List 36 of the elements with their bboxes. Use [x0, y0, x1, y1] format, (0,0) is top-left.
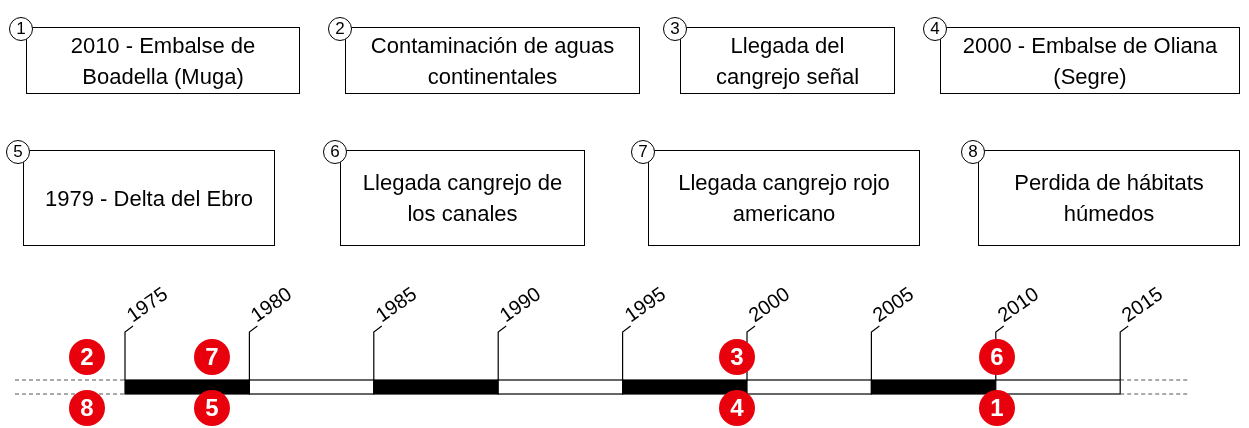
- event-marker: 3: [719, 339, 755, 375]
- callout-number: 4: [923, 17, 947, 41]
- event-marker: 4: [719, 390, 755, 426]
- year-label: 1980: [246, 282, 296, 326]
- event-marker: 1: [979, 390, 1015, 426]
- callout-number: 1: [9, 17, 33, 41]
- year-label: 1990: [495, 282, 545, 326]
- event-marker: 6: [979, 339, 1015, 375]
- year-label: 2000: [744, 282, 794, 326]
- event-box: [978, 150, 1240, 246]
- event-text: 1979 - Delta del Ebro: [44, 184, 254, 213]
- event-text: 2010 - Embalse de Boadella (Muga): [69, 31, 257, 91]
- callout-number: 5: [6, 140, 30, 164]
- callout-number: 2: [328, 17, 352, 41]
- event-box: [26, 27, 300, 94]
- event-text: 2000 - Embalse de Oliana (Segre): [961, 31, 1219, 91]
- event-box: [340, 150, 585, 246]
- event-text: Llegada cangrejo de los canales: [361, 169, 564, 228]
- event-marker: 7: [194, 339, 230, 375]
- event-text: Llegada del cangrejo señal: [714, 31, 861, 91]
- callout-number: 7: [631, 140, 655, 164]
- callout-number: 3: [663, 17, 687, 41]
- callout-number: 8: [961, 140, 985, 164]
- callout-number: 6: [323, 140, 347, 164]
- event-marker: 2: [69, 339, 105, 375]
- event-box: [680, 27, 895, 94]
- event-box: [940, 27, 1240, 94]
- year-label: 2010: [993, 282, 1043, 326]
- event-text: Llegada cangrejo rojo americano: [677, 169, 891, 228]
- event-box: [23, 150, 275, 246]
- event-text: Perdida de hábitats húmedos: [1013, 169, 1205, 228]
- event-box: [648, 150, 920, 246]
- event-text: Contaminación de aguas continentales: [369, 31, 616, 91]
- event-marker: 5: [194, 390, 230, 426]
- event-box: [345, 27, 640, 94]
- event-marker: 8: [69, 390, 105, 426]
